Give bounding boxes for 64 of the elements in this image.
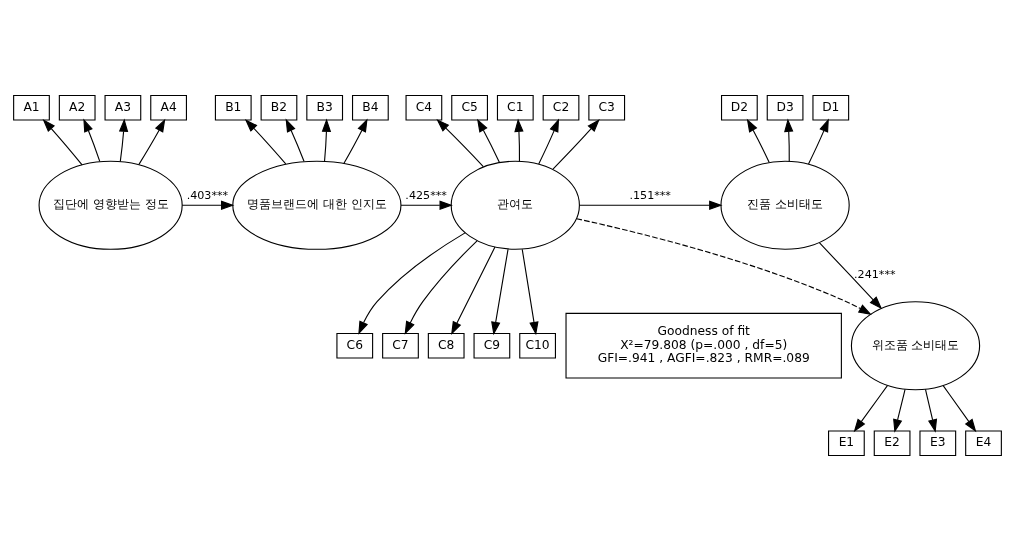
arrow (807, 118, 829, 165)
arrow (746, 118, 770, 163)
arrow (42, 118, 83, 166)
node-box: D3 (766, 94, 804, 121)
arrow (83, 118, 101, 162)
arrow (538, 118, 560, 165)
node-box: C6 (336, 332, 374, 359)
arrow (784, 118, 794, 162)
node-box: E1 (828, 430, 865, 457)
node-ellipse: 진품 소비태도 (720, 160, 850, 250)
node-box: A2 (58, 94, 96, 121)
node-ellipse: 관여도 (450, 160, 580, 250)
arrow (436, 118, 484, 168)
arrow (853, 385, 888, 433)
node-box: D2 (721, 94, 758, 121)
arrow (358, 232, 466, 335)
arrow (285, 118, 305, 162)
node-box: C4 (405, 94, 443, 121)
edge-label: .241*** (854, 268, 896, 282)
node-box: B3 (306, 94, 344, 121)
node-box: A3 (104, 94, 142, 121)
node-box: A1 (13, 94, 50, 121)
arrow (552, 118, 600, 170)
edge-label: .151*** (629, 188, 671, 202)
arrow (893, 388, 906, 433)
node-box: E3 (919, 430, 957, 457)
arrow (491, 248, 509, 336)
arrow (579, 200, 723, 210)
node-box: C10 (519, 332, 556, 359)
node-box: C5 (451, 94, 488, 121)
arrow (521, 248, 539, 336)
arrow (321, 118, 332, 162)
node-box: B4 (352, 94, 389, 121)
node-box: A4 (150, 94, 187, 121)
node-box: E4 (965, 430, 1002, 457)
node-box: C8 (427, 332, 465, 359)
arrow (400, 200, 453, 210)
node-box: C3 (588, 94, 626, 121)
arrow (138, 118, 166, 165)
arrow (818, 242, 883, 310)
arrow (576, 218, 872, 315)
node-box: C2 (542, 94, 580, 121)
node-box: C7 (382, 332, 419, 359)
arrow (514, 118, 524, 162)
node-ellipse: 명품브랜드에 대한 인지도 (232, 160, 402, 250)
node-box: Goodness of fit X²=79.808 (p=.000 , df=5) GFI=.941 , AGFI=.823 , RMR=.089 (565, 312, 842, 379)
arrow (343, 118, 368, 165)
arrow (942, 385, 977, 433)
node-box: E2 (873, 430, 911, 457)
node-box: C9 (473, 332, 511, 359)
arrow (404, 240, 478, 335)
arrow (244, 118, 287, 165)
node-box: B1 (214, 94, 252, 121)
node-ellipse: 집단에 영향받는 정도 (38, 160, 183, 250)
edge-label: .425*** (405, 188, 447, 202)
arrow (477, 118, 500, 163)
node-box: D1 (812, 94, 850, 121)
node-box: C1 (496, 94, 534, 121)
arrow (924, 388, 938, 433)
edge-label: .403*** (186, 188, 229, 202)
arrow (451, 246, 496, 335)
arrow (118, 118, 129, 162)
arrow (181, 200, 235, 210)
node-box: B2 (260, 94, 298, 121)
